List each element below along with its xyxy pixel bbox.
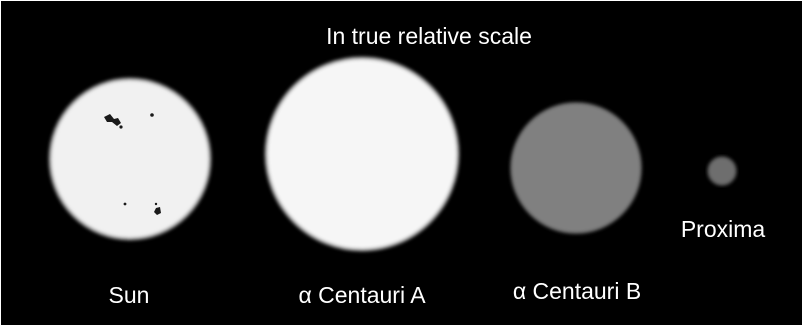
sunspot: [155, 203, 157, 205]
alpha-centauri-b-disc: [511, 103, 641, 233]
sun-disc: [50, 79, 210, 239]
diagram-title: In true relative scale: [326, 23, 532, 49]
sunspot: [124, 203, 127, 206]
proxima-disc: [708, 157, 736, 185]
sunspot: [150, 113, 154, 117]
proxima-label: Proxima: [681, 216, 765, 242]
sun-label: Sun: [109, 282, 150, 308]
sunspot: [119, 125, 122, 128]
alpha-centauri-a-disc: [266, 58, 458, 250]
alpha-centauri-b-label: α Centauri B: [513, 278, 641, 304]
alpha-centauri-a-label: α Centauri A: [298, 282, 425, 308]
